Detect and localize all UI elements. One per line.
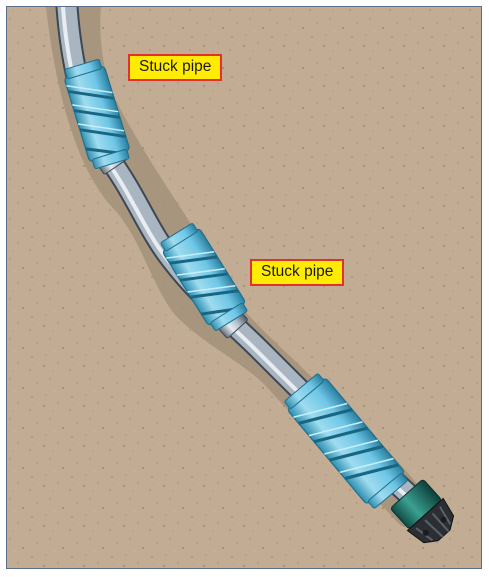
borehole-cavity — [46, 7, 446, 526]
diagram-frame: Stuck pipe Stuck pipe — [6, 6, 482, 569]
borehole-illustration — [7, 7, 481, 568]
stabilizer-lower — [284, 373, 408, 509]
stabilizer-upper — [64, 59, 130, 169]
stabilizer-middle — [160, 223, 248, 331]
stuck-pipe-label-upper: Stuck pipe — [139, 58, 212, 75]
stuck-pipe-callout-lower: Stuck pipe — [250, 259, 345, 286]
stuck-pipe-label-lower: Stuck pipe — [261, 263, 334, 280]
drill-bit — [390, 479, 455, 544]
stuck-pipe-callout-upper: Stuck pipe — [128, 54, 223, 81]
